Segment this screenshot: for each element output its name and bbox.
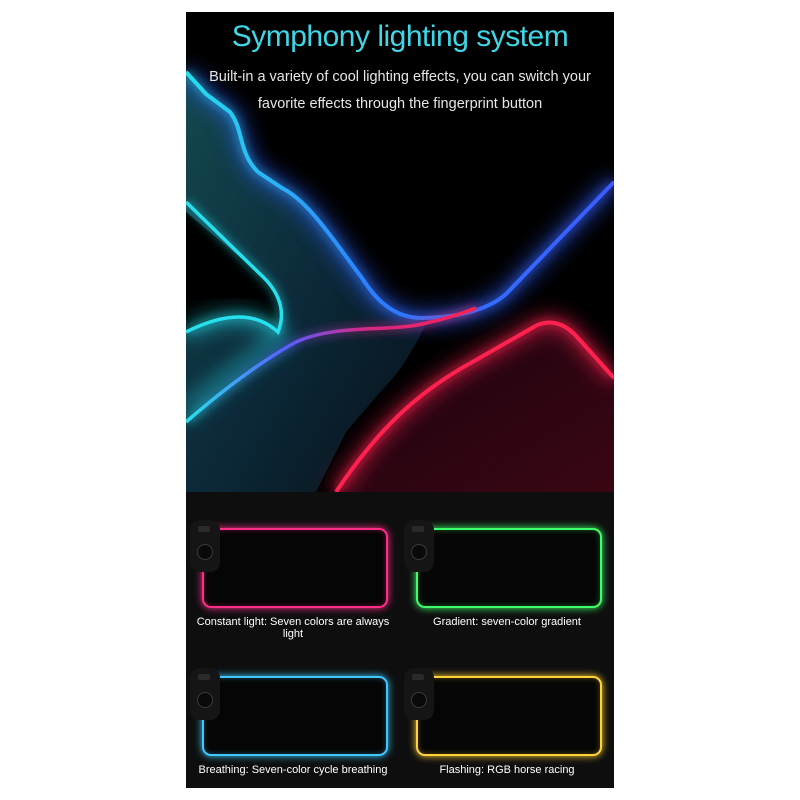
mode-caption: Breathing: Seven-color cycle breathing bbox=[198, 764, 388, 776]
fingerprint-button-icon bbox=[411, 544, 427, 560]
usb-port-icon bbox=[412, 526, 424, 532]
usb-hub bbox=[190, 520, 220, 572]
mode-breathing: Breathing: Seven-color cycle breathing bbox=[186, 640, 400, 788]
product-poster: Symphony lighting system Built-in a vari… bbox=[186, 12, 614, 788]
page-title: Symphony lighting system bbox=[231, 20, 569, 53]
usb-port-icon bbox=[198, 526, 210, 532]
usb-hub bbox=[404, 520, 434, 572]
edge-light-red bbox=[334, 320, 614, 492]
mode-gradient: Gradient: seven-color gradient bbox=[400, 492, 614, 640]
edge-light-cyan bbox=[186, 200, 284, 335]
fingerprint-button-icon bbox=[197, 692, 213, 708]
mousepad-preview bbox=[202, 676, 388, 756]
hero-section: Symphony lighting system Built-in a vari… bbox=[186, 12, 614, 492]
fingerprint-button-icon bbox=[197, 544, 213, 560]
pad-surface-red bbox=[336, 322, 614, 492]
lighting-modes-grid: Constant light: Seven colors are always … bbox=[186, 492, 614, 788]
subtitle-line-2: favorite effects through the fingerprint… bbox=[257, 96, 543, 112]
mode-caption: Constant light: Seven colors are always … bbox=[196, 616, 390, 640]
subtitle-line-1: Built-in a variety of cool lighting effe… bbox=[209, 69, 591, 85]
usb-port-icon bbox=[198, 674, 210, 680]
pad-surface-teal bbox=[186, 72, 426, 492]
mode-constant-light: Constant light: Seven colors are always … bbox=[186, 492, 400, 640]
mousepad-preview bbox=[416, 528, 602, 608]
edge-light-magenta bbox=[186, 306, 477, 424]
page-subtitle: Built-in a variety of cool lighting effe… bbox=[196, 64, 604, 118]
mousepad-preview bbox=[202, 528, 388, 608]
usb-hub bbox=[404, 668, 434, 720]
mode-caption: Gradient: seven-color gradient bbox=[433, 616, 581, 628]
mode-caption: Flashing: RGB horse racing bbox=[439, 764, 575, 776]
fingerprint-button-icon bbox=[411, 692, 427, 708]
mode-flashing: Flashing: RGB horse racing bbox=[400, 640, 614, 788]
glowing-mousepad-edges bbox=[186, 66, 614, 492]
usb-port-icon bbox=[412, 674, 424, 680]
mousepad-preview bbox=[416, 676, 602, 756]
usb-hub bbox=[190, 668, 220, 720]
